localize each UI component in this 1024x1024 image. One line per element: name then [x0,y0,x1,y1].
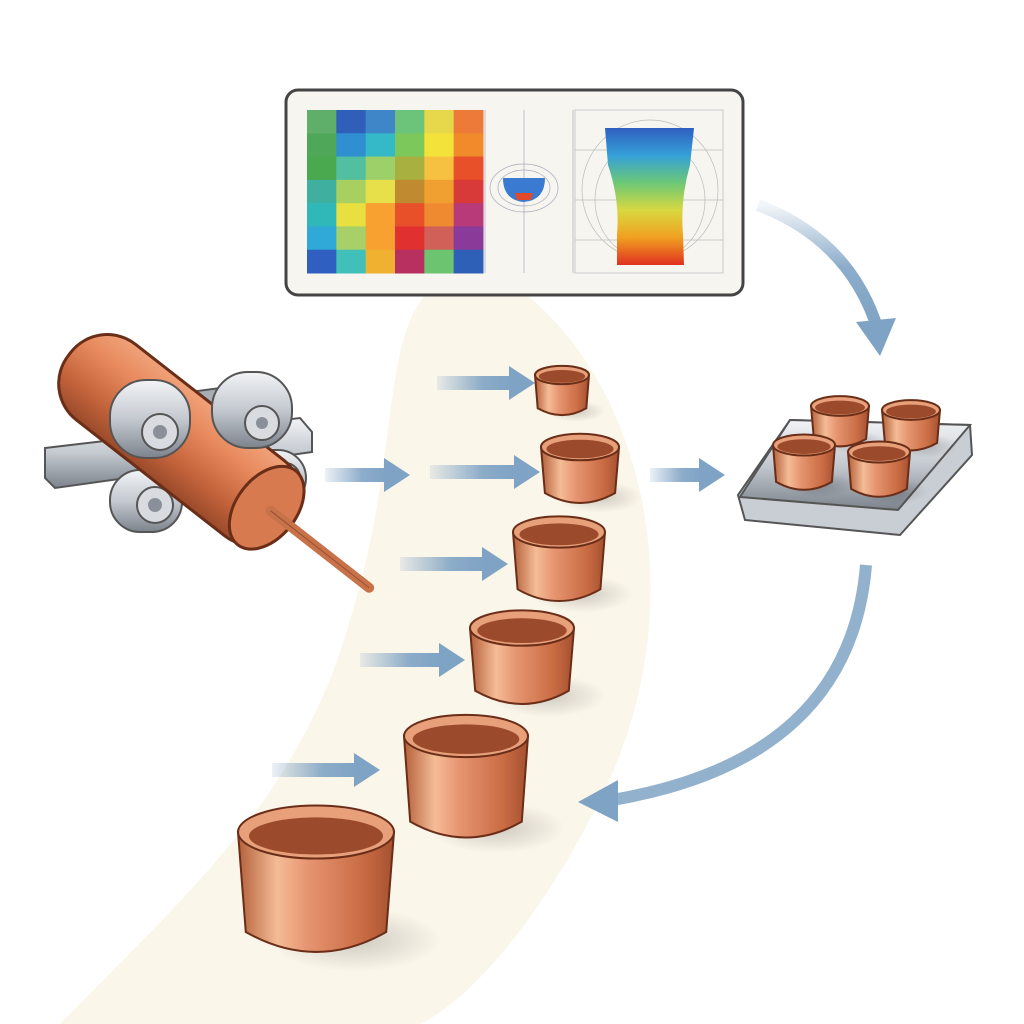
return-arrow-bottom [578,564,872,822]
heatmap-cell [307,133,337,158]
heatmap-cell [336,133,367,158]
heatmap-cell [453,133,484,158]
copper-cup [533,364,606,423]
arrow [430,455,540,489]
heatmap-cell [336,203,367,227]
heatmap-cell [424,156,455,181]
heatmap-cell [307,110,337,134]
copper-cup [846,440,929,505]
heatmap-cell [365,133,396,158]
arrow [650,458,725,492]
heatmap-cell [365,179,396,204]
heatmap-cell [453,203,484,227]
heatmap-cell [453,110,484,134]
heatmap-cell [307,179,337,204]
arrow [325,458,410,492]
copper-cup [539,432,643,513]
arrow [400,547,508,581]
heatmap-cell [365,110,396,134]
return-arrow-top [755,199,896,356]
heatmap-cell [395,110,425,134]
heatmap-cell [453,156,484,181]
heatmap-cell [336,179,367,204]
heatmap-cell [365,203,396,227]
heatmap-cell [365,156,396,181]
heatmap-cell [395,226,425,251]
heatmap-cell [395,203,425,227]
flow-arrows [272,366,725,787]
simulation-panel [284,88,745,297]
heatmap-cell [395,249,425,274]
heatmap-cell [307,203,337,227]
copper-cups [236,364,958,972]
arrow [437,366,535,400]
heatmap-cell [424,133,455,158]
heatmap-cell [395,179,425,204]
copper-cup [880,399,958,458]
arrow [360,643,465,677]
large-cup-simulation [574,109,724,274]
heatmap-cell [336,249,367,274]
heatmap-cell [424,179,455,204]
copper-cup [236,804,441,972]
heatmap-cell [336,226,367,251]
heatmap-cell [395,133,425,158]
heatmap-cell [424,203,455,227]
heatmap-cell [424,110,455,134]
heatmap-cell [365,226,396,251]
heatmap-cell [307,226,337,251]
heatmap-cell [453,179,484,204]
copper-cup [511,515,633,613]
copper-cup [468,609,606,718]
heatmap-cell [307,156,337,181]
heatmap-grid [307,110,484,274]
rolling-mill [44,333,375,593]
heatmap-cell [336,110,367,134]
arrow [272,753,380,787]
heatmap-cell [395,156,425,181]
heatmap-cell [424,226,455,251]
copper-cup [771,433,854,498]
heatmap-cell [453,226,484,251]
steel-roller [211,371,293,449]
heatmap-cell [365,249,396,274]
steel-roller [109,379,191,459]
heatmap-cell [336,156,367,181]
heatmap-cell [307,249,337,274]
copper-cup [402,713,566,854]
heatmap-cell [424,249,455,274]
heatmap-cell [453,249,484,274]
small-cup-simulation [484,110,574,273]
